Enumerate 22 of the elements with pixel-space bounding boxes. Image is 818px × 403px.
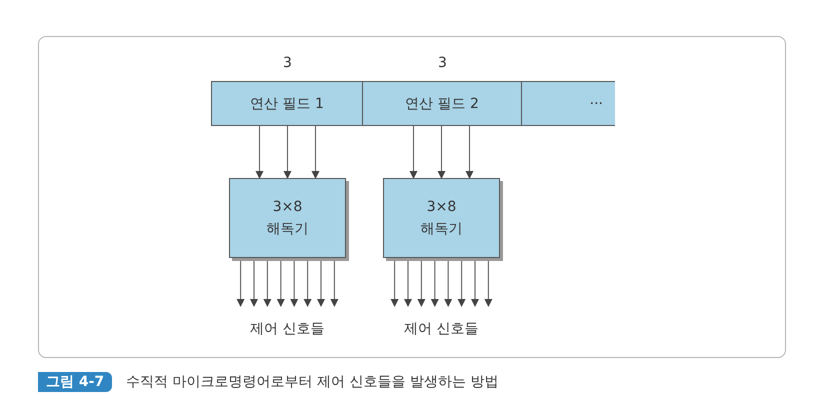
arrow: [466, 126, 474, 179]
field-box: [211, 81, 363, 126]
arrow: [410, 126, 418, 179]
output-label: 제어 신호들: [404, 320, 478, 338]
arrow: [438, 126, 446, 179]
field-box: [362, 81, 522, 126]
decoder-box: [229, 178, 346, 258]
decoder-box: [383, 178, 500, 258]
figure-caption: 수직적 마이크로명령어로부터 제어 신호들을 발생하는 방법: [126, 373, 498, 391]
arrow: [312, 126, 320, 179]
field-label: 연산 필드 1: [250, 94, 324, 114]
decoder-label: 3×8 해독기: [266, 198, 310, 239]
field-box: [521, 81, 615, 126]
bit-width-label: 3: [283, 55, 292, 71]
arrow: [284, 126, 292, 179]
arrow: [256, 126, 264, 179]
field-label: 연산 필드 2: [405, 94, 479, 114]
figure-number-badge: 그림 4-7: [38, 372, 112, 392]
field-label: ···: [590, 94, 603, 114]
output-label: 제어 신호들: [250, 320, 324, 338]
bit-width-label: 3: [438, 55, 447, 71]
decoder-label: 3×8 해독기: [420, 198, 464, 239]
